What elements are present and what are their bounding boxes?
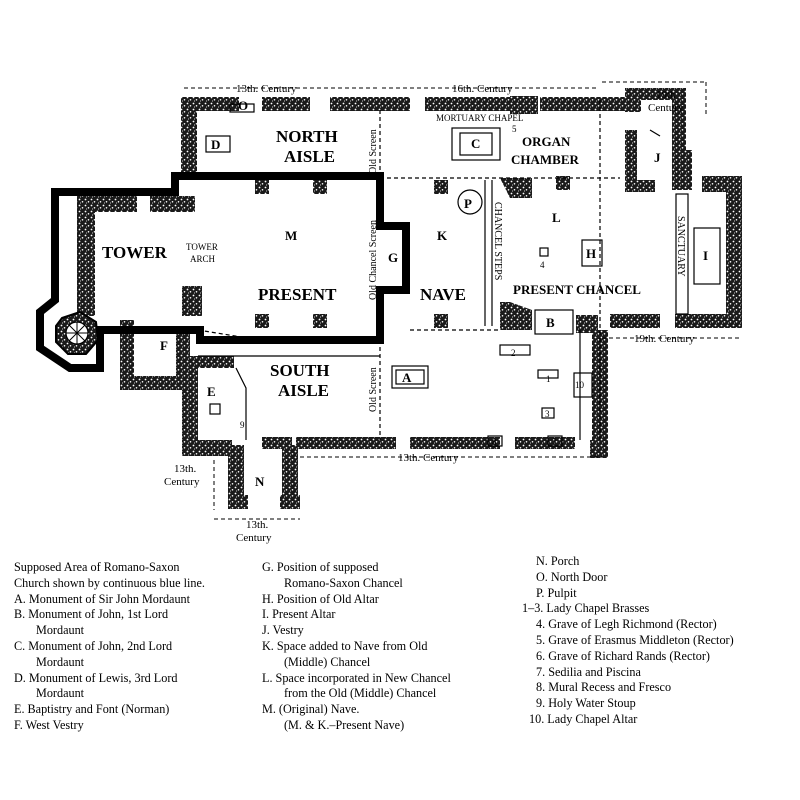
letter-G: G (388, 250, 398, 265)
legend-item-N: N. Porch (536, 554, 580, 568)
label-organ-chamber-2: CHAMBER (511, 152, 580, 167)
century-13-porch-1: 13th. (246, 519, 269, 531)
interior-lines (197, 100, 689, 440)
letter-E: E (207, 384, 216, 399)
legend-item-I: I. Present Altar (262, 607, 336, 622)
legend-column-1: Supposed Area of Romano-Saxon Church sho… (14, 560, 205, 734)
letter-J: J (654, 150, 661, 165)
plan-labels: TOWER TOWER ARCH NORTH AISLE SOUTH AISLE… (102, 83, 708, 544)
legend-column-2: G. Position of supposed Romano-Saxon Cha… (262, 560, 451, 734)
number-1: 1 (546, 374, 551, 384)
label-tower-arch-1: TOWER (186, 242, 218, 252)
number-10: 10 (575, 380, 585, 390)
century-13-left-2: Century (164, 476, 200, 488)
legend-item-J: J. Vestry (262, 623, 304, 638)
legend-item-5: 5. Grave of Erasmus Middleton (Rector) (536, 632, 734, 647)
number-4: 4 (540, 260, 545, 270)
legend-item-L: L. Space incorporated in New Chancel (262, 670, 451, 685)
number-8: 8 (492, 437, 497, 447)
romano-saxon-outline (36, 172, 410, 372)
label-tower: TOWER (102, 243, 168, 262)
tower-stair (55, 310, 100, 355)
legend-item-B-cont: Mordaunt (36, 623, 85, 638)
label-old-chancel-screen: Old Chancel Screen (368, 220, 379, 300)
legend-item-K: K. Space added to Nave from Old (262, 638, 428, 653)
letter-H: H (586, 246, 596, 261)
letter-K: K (437, 228, 448, 243)
letter-F: F (160, 338, 168, 353)
number-5: 5 (512, 124, 517, 134)
century-19-top-1: 19th (656, 89, 676, 101)
legend-item-D-cont: Mordaunt (36, 686, 85, 701)
century-13-bottom: 13th. Century (398, 452, 459, 464)
century-13-porch-2: Century (236, 532, 272, 544)
legend-item-O: O. North Door (536, 569, 608, 584)
century-16-top: 16th. Century (452, 83, 513, 95)
label-south-aisle-1: SOUTH (270, 361, 330, 380)
legend-item-G: G. Position of supposed (262, 560, 379, 574)
century-19-top-2: Century (648, 102, 684, 114)
number-9: 9 (240, 420, 245, 430)
letter-B: B (546, 315, 555, 330)
legend-note-1: Supposed Area of Romano-Saxon (14, 560, 180, 574)
label-north-aisle-1: NORTH (276, 127, 338, 146)
legend-item-D: D. Monument of Lewis, 3rd Lord (14, 670, 178, 685)
letter-P: P (464, 196, 472, 211)
number-2: 2 (511, 348, 516, 358)
label-organ-chamber-1: ORGAN (522, 134, 571, 149)
legend-column-3: N. Porch O. North Door P. Pulpit 1–3. La… (522, 554, 734, 728)
century-13-left-1: 13th. (174, 463, 197, 475)
legend-item-8: 8. Mural Recess and Fresco (536, 680, 672, 695)
legend-item-P: P. Pulpit (536, 585, 577, 600)
legend-item-G-cont: Romano-Saxon Chancel (284, 575, 403, 590)
century-13-top: 13th. Century (236, 83, 297, 95)
label-north-aisle-2: AISLE (284, 147, 335, 166)
label-sanctuary: SANCTUARY (675, 216, 686, 277)
number-7: 7 (552, 437, 557, 447)
legend-item-K-cont: (Middle) Chancel (284, 654, 371, 669)
legend-item-9: 9. Holy Water Stoup (536, 696, 636, 711)
legend-note-2: Church shown by continuous blue line. (14, 575, 205, 590)
legend-item-C-cont: Mordaunt (36, 654, 85, 669)
letter-N: N (255, 474, 265, 489)
legend-item-E: E. Baptistry and Font (Norman) (14, 702, 170, 717)
letter-L: L (552, 210, 561, 225)
legend-item-B: B. Monument of John, 1st Lord (14, 607, 169, 622)
legend-item-10: 10. Lady Chapel Altar (529, 711, 638, 726)
legend-item-4: 4. Grave of Legh Richmond (Rector) (536, 617, 717, 632)
legend-item-L-cont: from the Old (Middle) Chancel (284, 686, 437, 701)
legend-item-M: M. (Original) Nave. (262, 702, 360, 717)
century-19-right: 19th. Century (634, 333, 695, 345)
legend-item-F: F. West Vestry (14, 717, 84, 732)
label-nave: NAVE (420, 285, 466, 304)
letter-C: C (471, 136, 480, 151)
legend-item-1-3: 1–3. Lady Chapel Brasses (522, 601, 650, 616)
label-mortuary-chapel: MORTUARY CHAPEL (436, 113, 523, 123)
label-south-aisle-2: AISLE (278, 381, 329, 400)
century-dimension-lines (184, 81, 742, 520)
letter-O: O (238, 98, 248, 113)
label-old-screen-north: Old Screen (368, 129, 379, 174)
walls (77, 88, 742, 509)
letter-I: I (703, 248, 708, 263)
letter-M: M (285, 228, 297, 243)
letter-D: D (211, 137, 220, 152)
label-present: PRESENT (258, 285, 337, 304)
legend-item-7: 7. Sedilia and Piscina (536, 664, 641, 679)
legend-item-H: H. Position of Old Altar (262, 591, 379, 606)
legend-item-A: A. Monument of Sir John Mordaunt (14, 591, 191, 606)
label-chancel-steps: CHANCEL STEPS (492, 202, 503, 280)
legend-item-C: C. Monument of John, 2nd Lord (14, 638, 173, 653)
monuments (205, 103, 721, 447)
number-3: 3 (545, 409, 550, 419)
label-old-screen-south: Old Screen (368, 367, 379, 412)
letter-A: A (402, 370, 412, 385)
legend-item-6: 6. Grave of Richard Rands (Rector) (536, 648, 710, 663)
label-tower-arch-2: ARCH (190, 254, 216, 264)
label-present-chancel: PRESENT CHANCEL (513, 282, 641, 297)
legend-item-M-cont: (M. & K.–Present Nave) (284, 717, 405, 732)
